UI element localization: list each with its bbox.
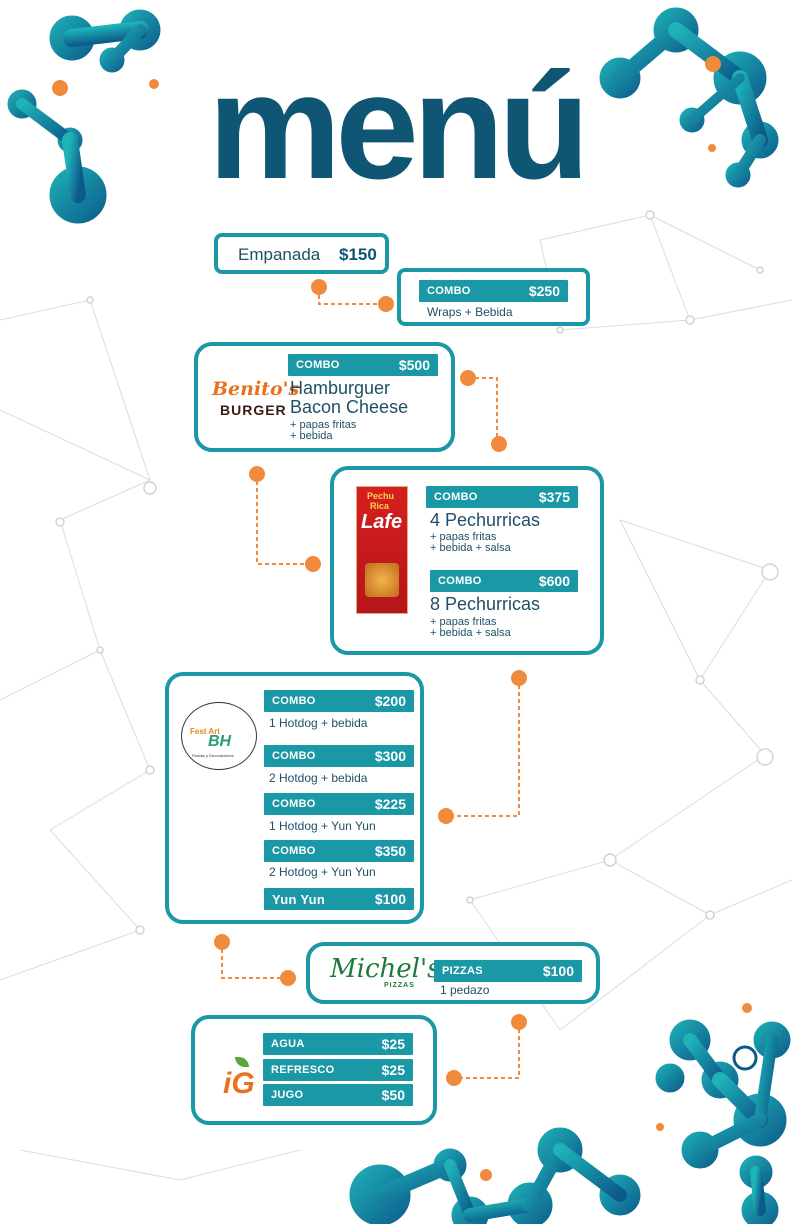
pechurricas-logo: Pechu Rica Lafe <box>356 486 408 614</box>
benitos-logo-top: Benito's <box>212 378 300 400</box>
connector-dot <box>460 370 476 386</box>
pechu-label-2: COMBO <box>438 575 482 587</box>
drink-label-3: JUGO <box>271 1089 304 1101</box>
page-title: menú <box>207 42 590 210</box>
drink-bar-1: AGUA $25 <box>263 1033 413 1055</box>
leaf-icon <box>235 1057 249 1067</box>
hotdog-label-2: COMBO <box>272 750 316 762</box>
hotdog-desc-3: 1 Hotdog + Yun Yun <box>269 819 376 833</box>
wraps-card: COMBO $250 Wraps + Bebida <box>397 268 590 326</box>
connector-dot <box>438 808 454 824</box>
wraps-desc: Wraps + Bebida <box>427 305 513 319</box>
ig-logo: iG <box>223 1067 255 1100</box>
hotdog-price-1: $200 <box>374 693 406 709</box>
connector-dot <box>446 1070 462 1086</box>
hotdog-bar-4: COMBO $350 <box>264 840 414 862</box>
pechu-extra-2a: + papas fritas <box>430 616 497 628</box>
drink-bar-3: JUGO $50 <box>263 1084 413 1106</box>
benitos-bar: COMBO $500 <box>288 354 438 376</box>
benitos-extra-2: + bebida <box>290 430 333 442</box>
pechurricas-logo-pechu: Pechu <box>367 491 395 501</box>
pechu-extra-2b: + bebida + salsa <box>430 627 511 639</box>
pechurricas-logo-rica: Rica <box>370 501 390 511</box>
pechu-bar-1: COMBO $375 <box>426 486 578 508</box>
connector-dot <box>511 670 527 686</box>
connector-dot <box>249 466 265 482</box>
drinks-card: iG AGUA $25 REFRESCO $25 JUGO $50 <box>191 1015 437 1125</box>
michels-logo: Michel's <box>330 954 441 984</box>
fries-image <box>365 563 399 597</box>
pechu-name-2: 8 Pechurricas <box>430 594 541 614</box>
connector-dot <box>511 1014 527 1030</box>
pechu-extra-1a: + papas fritas <box>430 531 497 543</box>
pechu-label-1: COMBO <box>434 491 478 503</box>
drink-price-2: $25 <box>381 1062 405 1078</box>
hotdogs-card: Fest Art BH Fiestas y Decoraciones COMBO… <box>165 672 424 924</box>
hotdog-label-3: COMBO <box>272 798 316 810</box>
benitos-card: Benito's BURGER COMBO $500 Hamburguer Ba… <box>194 342 455 452</box>
connector-dot <box>214 934 230 950</box>
hotdog-desc-4: 2 Hotdog + Yun Yun <box>269 865 376 879</box>
festart-logo: Fest Art BH Fiestas y Decoraciones <box>181 702 257 770</box>
hotdog-desc-1: 1 Hotdog + bebida <box>269 716 368 730</box>
drink-price-3: $50 <box>381 1087 405 1103</box>
pechurricas-card: Pechu Rica Lafe COMBO $375 4 Pechurricas… <box>330 466 604 655</box>
hotdog-bar-1: COMBO $200 <box>264 690 414 712</box>
pechu-price-2: $600 <box>538 573 570 589</box>
michels-price: $100 <box>542 963 574 979</box>
wraps-price: $250 <box>528 283 560 299</box>
wraps-label: COMBO <box>427 285 471 297</box>
connector-dot <box>311 279 327 295</box>
hotdog-label-5: Yun Yun <box>272 891 326 907</box>
hotdog-label-4: COMBO <box>272 845 316 857</box>
michels-logo-sub: PIZZAS <box>384 982 415 989</box>
empanada-name: Empanada <box>238 245 321 264</box>
pechurricas-logo-lafe: Lafe <box>361 511 403 533</box>
hotdog-price-3: $225 <box>374 796 406 812</box>
festart-logo-sub: Fiestas y Decoraciones <box>192 753 234 758</box>
hotdog-desc-2: 2 Hotdog + bebida <box>269 771 368 785</box>
benitos-label: COMBO <box>296 359 340 371</box>
benitos-name-2: Bacon Cheese <box>290 397 409 417</box>
festart-logo-text: Fest Art <box>190 727 220 736</box>
hotdog-price-5: $100 <box>374 891 406 907</box>
hotdog-price-2: $300 <box>374 748 406 764</box>
michels-bar: PIZZAS $100 <box>434 960 582 982</box>
hotdog-label-1: COMBO <box>272 695 316 707</box>
benitos-name-1: Hamburguer <box>290 378 391 398</box>
drink-label-2: REFRESCO <box>271 1064 335 1076</box>
michels-desc: 1 pedazo <box>440 983 490 997</box>
pechu-name-1: 4 Pechurricas <box>430 510 541 530</box>
drink-label-1: AGUA <box>271 1038 305 1050</box>
pechu-extra-1b: + bebida + salsa <box>430 542 511 554</box>
empanada-card: Empanada $150 <box>214 233 389 274</box>
hotdog-bar-2: COMBO $300 <box>264 745 414 767</box>
connector-dot <box>491 436 507 452</box>
benitos-logo-bottom: BURGER <box>220 402 287 418</box>
hotdog-price-4: $350 <box>374 843 406 859</box>
benitos-price: $500 <box>398 357 430 373</box>
festart-logo-bh: BH <box>208 733 232 750</box>
pechu-bar-2: COMBO $600 <box>430 570 578 592</box>
pechu-price-1: $375 <box>538 489 570 505</box>
connector-dot <box>280 970 296 986</box>
michels-label: PIZZAS <box>442 965 483 977</box>
connector-dot <box>305 556 321 572</box>
hotdog-bar-5: Yun Yun $100 <box>264 888 414 910</box>
wraps-bar: COMBO $250 <box>419 280 568 302</box>
hotdog-bar-3: COMBO $225 <box>264 793 414 815</box>
connector-dot <box>378 296 394 312</box>
drink-bar-2: REFRESCO $25 <box>263 1059 413 1081</box>
empanada-price: $150 <box>339 245 377 264</box>
benitos-extra-1: + papas fritas <box>290 419 357 431</box>
michels-card: Michel's PIZZAS PIZZAS $100 1 pedazo <box>306 942 600 1004</box>
drink-price-1: $25 <box>381 1036 405 1052</box>
